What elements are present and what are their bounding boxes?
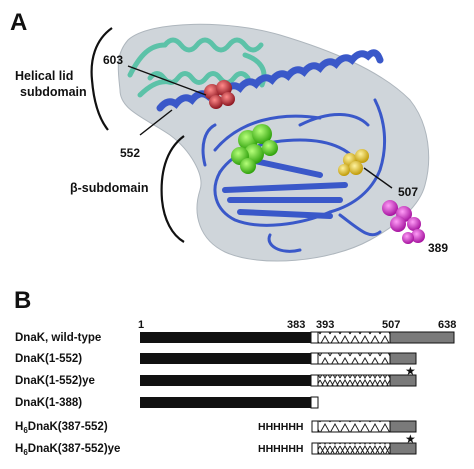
his-tag-row5: HHHHHH <box>258 421 304 433</box>
panel-letter-b: B <box>14 287 31 314</box>
helical-lid-brace <box>90 27 113 131</box>
residue-label-603: 603 <box>103 53 123 67</box>
c552ye-sbd-bar <box>317 374 391 387</box>
construct-label-1-552-ye: DnaK(1-552)ye <box>15 375 95 387</box>
h6-linker-bar <box>311 420 319 433</box>
green-peptide-spheres <box>231 124 278 174</box>
magenta-residue-spheres <box>382 200 425 244</box>
construct-label-wild-type: DnaK, wild-type <box>15 332 101 344</box>
construct-label-h6-387-552: H6DnaK(387-552) <box>15 421 108 435</box>
long-helix <box>156 49 384 112</box>
h6ye-linker-bar <box>311 442 319 455</box>
h6ye-lid-bar <box>389 442 417 455</box>
wt-sbd-bar <box>317 331 391 344</box>
residue-603-spheres <box>204 80 235 109</box>
h6-sbd-bar <box>317 420 391 433</box>
c552ye-lid-bar <box>389 374 417 387</box>
leader-603 <box>127 65 207 96</box>
tick-393: 393 <box>316 319 334 331</box>
yellow-residue-spheres <box>338 149 369 176</box>
h6ye-sbd-bar <box>317 442 391 455</box>
tick-383: 383 <box>287 319 305 331</box>
c552-linker-bar <box>310 352 319 365</box>
wt-linker-bar <box>310 331 319 344</box>
beta-subdomain-brace <box>160 135 185 243</box>
construct-label-1-388: DnaK(1-388) <box>15 397 82 409</box>
his-tag-row6: HHHHHH <box>258 443 304 455</box>
c552-sbd-bar <box>317 352 391 365</box>
construct-diagram: B 1 383 393 507 638 DnaK, wild-type DnaK… <box>14 287 456 457</box>
wt-nbd-bar <box>140 332 311 343</box>
c552-nbd-bar <box>140 353 311 364</box>
residue-label-552: 552 <box>120 146 140 160</box>
panel-letter-a: A <box>10 9 27 36</box>
residue-label-507: 507 <box>398 185 418 199</box>
c552-lid-bar <box>389 352 417 365</box>
c388-linker-bar <box>310 396 319 409</box>
tick-507: 507 <box>382 319 400 331</box>
leader-507 <box>363 167 393 189</box>
residue-label-389: 389 <box>428 241 448 255</box>
helical-lid-label-line2: subdomain <box>20 85 87 99</box>
tick-1: 1 <box>138 319 144 331</box>
c388-nbd-bar <box>140 397 311 408</box>
mutation-star-row6: ★ <box>405 432 416 446</box>
wt-lid-bar <box>389 331 455 344</box>
mutation-star-row3: ★ <box>405 364 416 378</box>
h6-lid-bar <box>389 420 417 433</box>
c552ye-nbd-bar <box>140 375 311 386</box>
beta-subdomain-label: β-subdomain <box>70 181 148 195</box>
construct-label-1-552: DnaK(1-552) <box>15 353 82 365</box>
construct-label-h6-387-552-ye: H6DnaK(387-552)ye <box>15 443 120 457</box>
panel-a-structure: A <box>10 9 448 262</box>
tick-638: 638 <box>438 319 456 331</box>
c552ye-linker-bar <box>310 374 319 387</box>
helical-lid-label-line1: Helical lid <box>15 69 73 83</box>
panel-b-constructs: B 1 383 393 507 638 DnaK, wild-type DnaK… <box>0 280 474 469</box>
leader-552 <box>139 109 173 136</box>
structure-figure: A <box>10 9 448 262</box>
